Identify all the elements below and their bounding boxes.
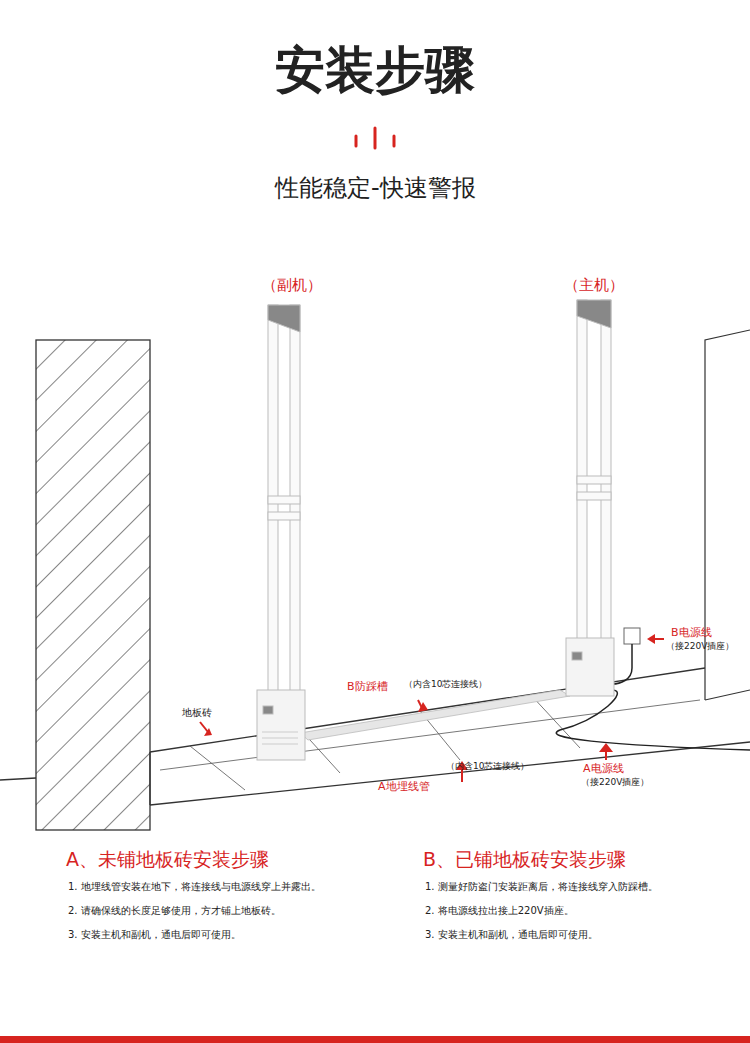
anti-step-groove [300,690,570,740]
pointer-arrows [200,634,664,782]
power-cable [612,644,632,684]
unit-label: （副机） [262,276,322,294]
step-text: 1. 测量好防盗门安装距离后，将连接线穿入防踩槽。 [425,881,658,893]
main-gate [566,300,614,696]
page-title: 安装步骤 [275,40,475,100]
secondary-gate [257,305,305,760]
step-text: 2. 将电源线拉出接上220V插座。 [425,905,574,917]
part-note: （内含10芯连接线） [446,761,529,772]
part-label: 地板砖 [182,707,212,719]
part-label: B电源线 [671,626,712,639]
floor-tile-lines [160,694,700,790]
unit-label: （主机） [564,276,624,294]
red-bars-icon [356,128,394,148]
part-label: B防踩槽 [347,680,388,693]
wall-socket [624,628,640,644]
step-text: 2. 请确保线的长度足够使用，方才铺上地板砖。 [68,905,281,917]
part-note: （接220V插座） [581,777,649,788]
section-heading: A、未铺地板砖安装步骤 [66,848,269,871]
bottom-bar [0,1036,750,1043]
part-note: （内含10芯连接线） [404,679,487,690]
floor-lines [0,668,750,805]
section-heading: B、已铺地板砖安装步骤 [423,848,626,871]
part-label: A电源线 [583,762,624,775]
step-text: 1. 地埋线管安装在地下，将连接线与电源线穿上并露出。 [68,881,321,893]
step-text: 3. 安装主机和副机，通电后即可使用。 [425,929,598,941]
power-cable [556,690,750,750]
part-label: A地埋线管 [378,780,430,793]
hatched-wall [36,340,150,830]
step-text: 3. 安装主机和副机，通电后即可使用。 [68,929,241,941]
subtitle: 性能稳定-快速警报 [275,174,476,203]
part-note: （接220V插座） [666,641,734,652]
